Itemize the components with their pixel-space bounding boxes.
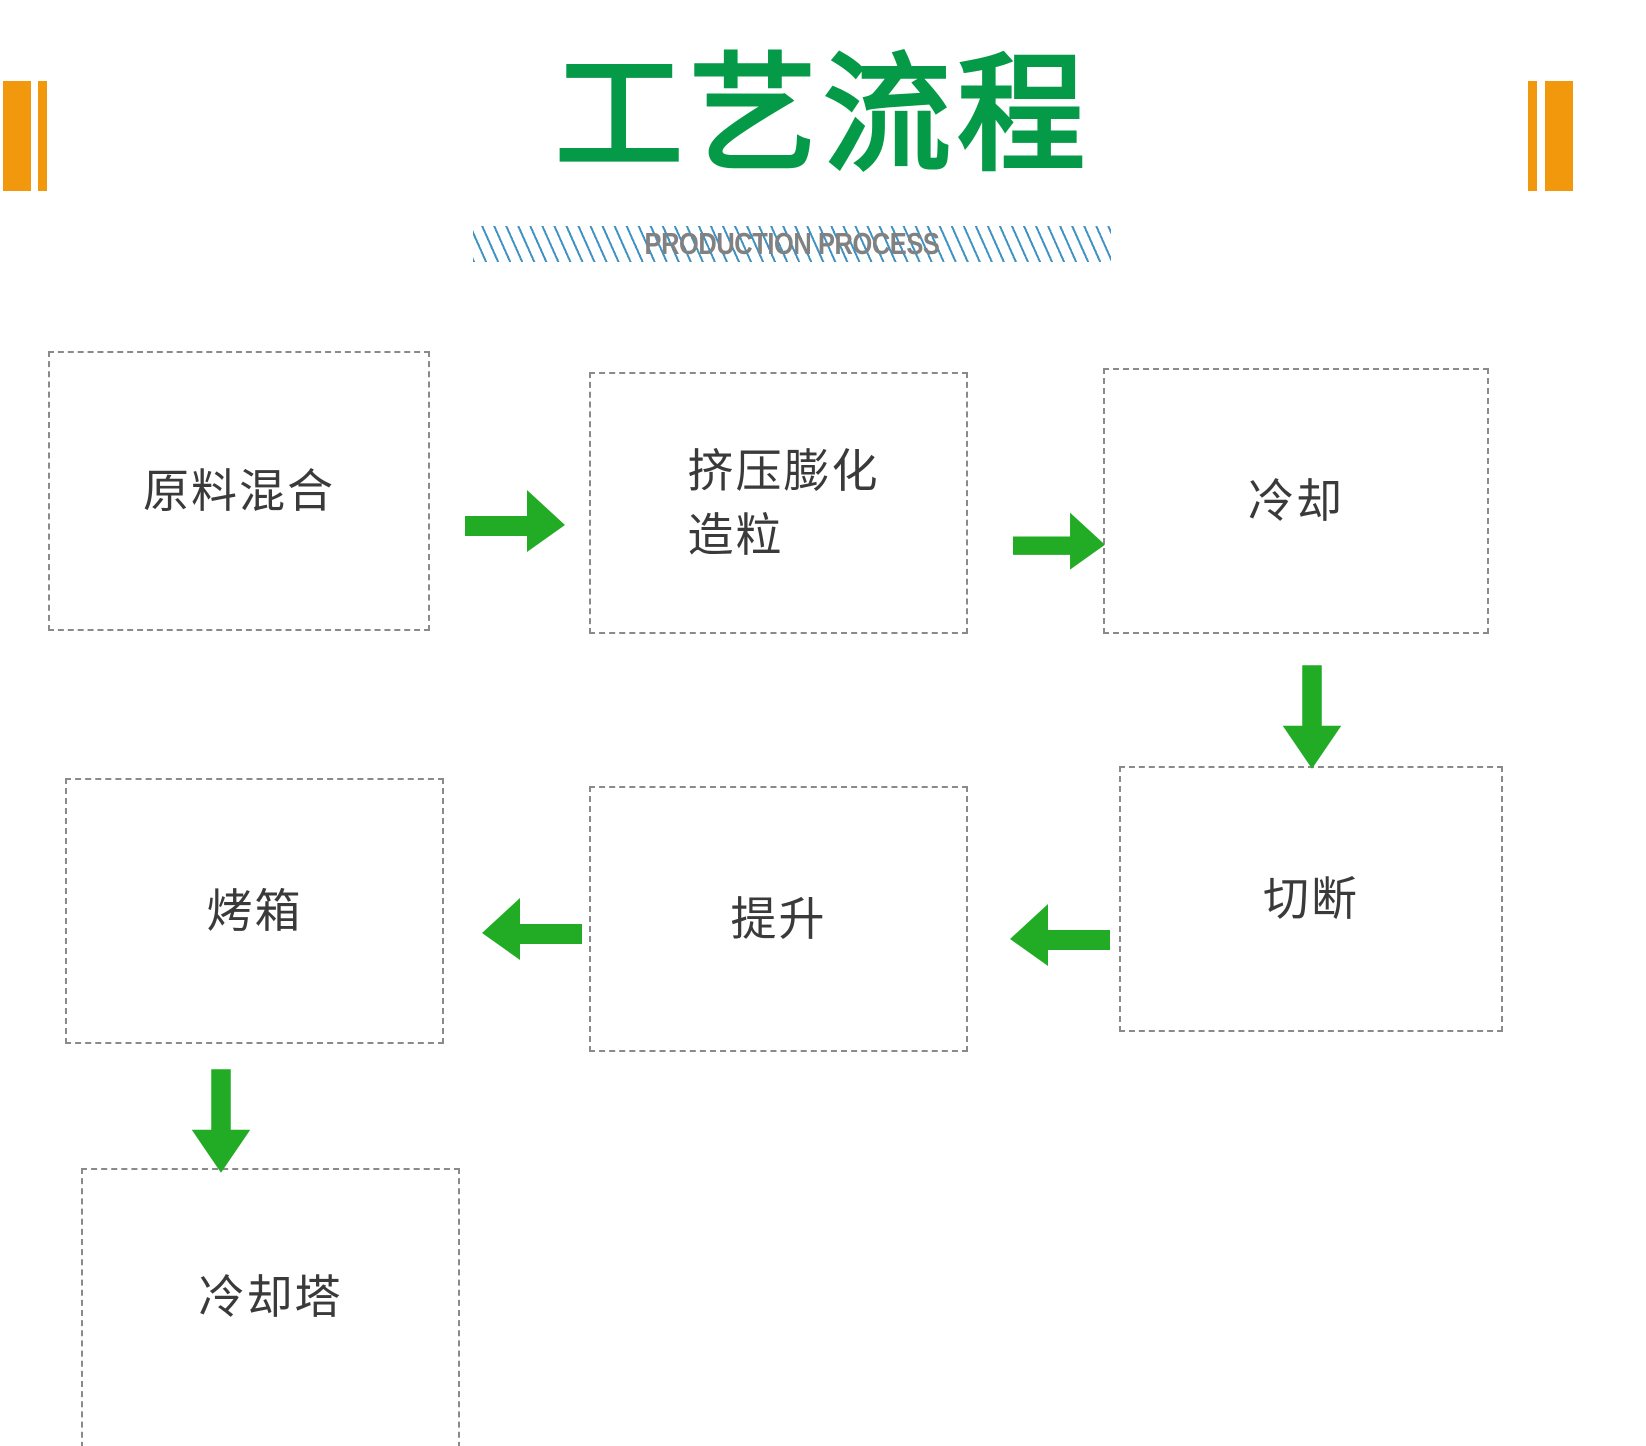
flow-step-label: 原料混合 — [143, 465, 335, 517]
accent-bar-right-thin — [1528, 81, 1537, 191]
flow-step-label: 冷却 — [1248, 475, 1344, 527]
flow-step-label: 挤压膨化 造粒 — [687, 445, 880, 561]
accent-bar-right-wide — [1545, 81, 1573, 191]
flow-step-lifting[interactable]: 提升 — [589, 786, 968, 1052]
accent-bar-left-wide — [3, 81, 31, 191]
arrow-left-icon — [1010, 904, 1110, 966]
flow-step-oven[interactable]: 烤箱 — [65, 778, 444, 1044]
accent-bar-left-thin — [38, 81, 47, 191]
arrow-down-icon — [1282, 665, 1342, 769]
flow-step-label: 提升 — [730, 893, 827, 945]
flow-step-cooling[interactable]: 冷却 — [1103, 368, 1489, 634]
arrow-right-icon — [1013, 512, 1105, 570]
page-subtitle: PRODUCTION PROCESS — [644, 226, 940, 261]
flow-step-label: 切断 — [1263, 873, 1359, 925]
flow-step-raw-material-mixing[interactable]: 原料混合 — [48, 351, 430, 631]
arrow-left-icon — [482, 898, 582, 960]
flow-step-cutting[interactable]: 切断 — [1119, 766, 1503, 1032]
arrow-right-icon — [465, 490, 565, 552]
arrow-down-icon — [191, 1069, 251, 1173]
subtitle-band: PRODUCTION PROCESS — [473, 226, 1111, 262]
flow-step-label: 烤箱 — [206, 885, 303, 937]
flow-step-label: 冷却塔 — [198, 1271, 343, 1323]
flow-step-extrusion-expansion-granulation[interactable]: 挤压膨化 造粒 — [589, 372, 968, 634]
flow-step-cooling-tower[interactable]: 冷却塔 — [81, 1168, 460, 1446]
page-title: 工艺流程 — [554, 44, 1091, 187]
diagonal-hatch-decoration — [473, 226, 1111, 262]
